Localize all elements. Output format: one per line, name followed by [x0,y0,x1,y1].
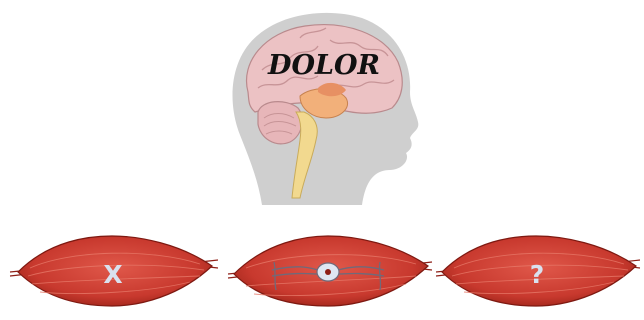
muscle-right-symbol: ? [530,260,545,289]
trigger-point-center [325,269,331,275]
muscle-middle [228,236,432,306]
muscle-left-symbol: X [103,260,122,289]
muscle-right: ? [436,236,640,306]
cerebellum [258,102,302,144]
dolor-label: DOLOR [267,50,380,81]
head-brain-illustration: DOLOR [233,13,419,205]
muscle-left: X [10,236,218,306]
